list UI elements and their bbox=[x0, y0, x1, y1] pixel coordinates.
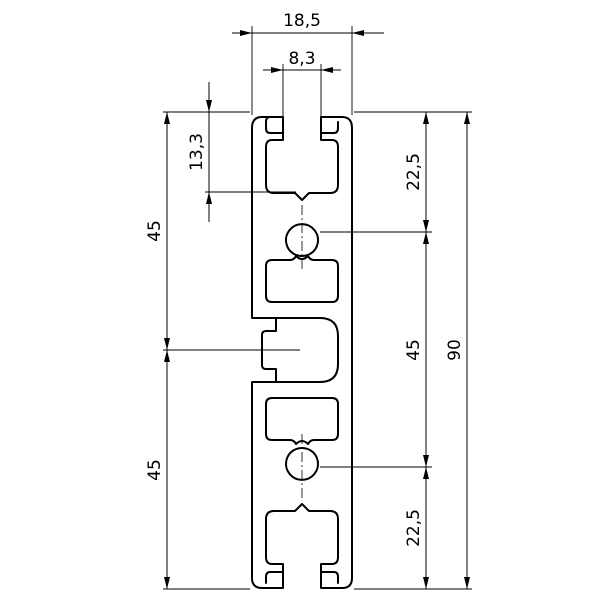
dimension-lines bbox=[164, 30, 470, 589]
arrow-depth-bottom bbox=[206, 192, 212, 204]
arrow-chain-hole1-up bbox=[423, 220, 429, 232]
arrow-left-mid-down bbox=[164, 350, 170, 362]
dimension-labels: 18,5 8,3 13,3 45 45 22,5 45 22,5 90 bbox=[145, 11, 465, 547]
label-lower-half: 45 bbox=[145, 459, 165, 481]
arrow-width-right bbox=[352, 30, 364, 36]
arrow-chain-top bbox=[423, 112, 429, 124]
arrow-height-bottom bbox=[464, 577, 470, 589]
arrow-chain-bottom bbox=[423, 577, 429, 589]
label-upper-half: 45 bbox=[145, 220, 165, 242]
arrow-slot-left bbox=[271, 67, 283, 73]
extension-lines bbox=[163, 26, 472, 590]
arrow-height-top bbox=[464, 112, 470, 124]
label-hole-to-hole: 45 bbox=[404, 339, 424, 361]
arrow-width-left bbox=[240, 30, 252, 36]
label-top-to-hole: 22,5 bbox=[404, 153, 424, 191]
profile-outline bbox=[251, 116, 353, 589]
arrow-left-bottom bbox=[164, 577, 170, 589]
label-overall-width: 18,5 bbox=[283, 11, 321, 31]
arrow-chain-hole2-down bbox=[423, 467, 429, 479]
label-slot-depth: 13,3 bbox=[187, 133, 207, 171]
label-hole-to-bottom: 22,5 bbox=[404, 509, 424, 547]
arrow-slot-right bbox=[321, 67, 333, 73]
arrow-left-top bbox=[164, 112, 170, 124]
arrow-chain-hole1-down bbox=[423, 232, 429, 244]
arrow-depth-top bbox=[206, 100, 212, 112]
arrow-chain-hole2-up bbox=[423, 455, 429, 467]
label-slot-width: 8,3 bbox=[288, 49, 315, 69]
arrow-left-mid-up bbox=[164, 338, 170, 350]
label-overall-height: 90 bbox=[445, 339, 465, 361]
